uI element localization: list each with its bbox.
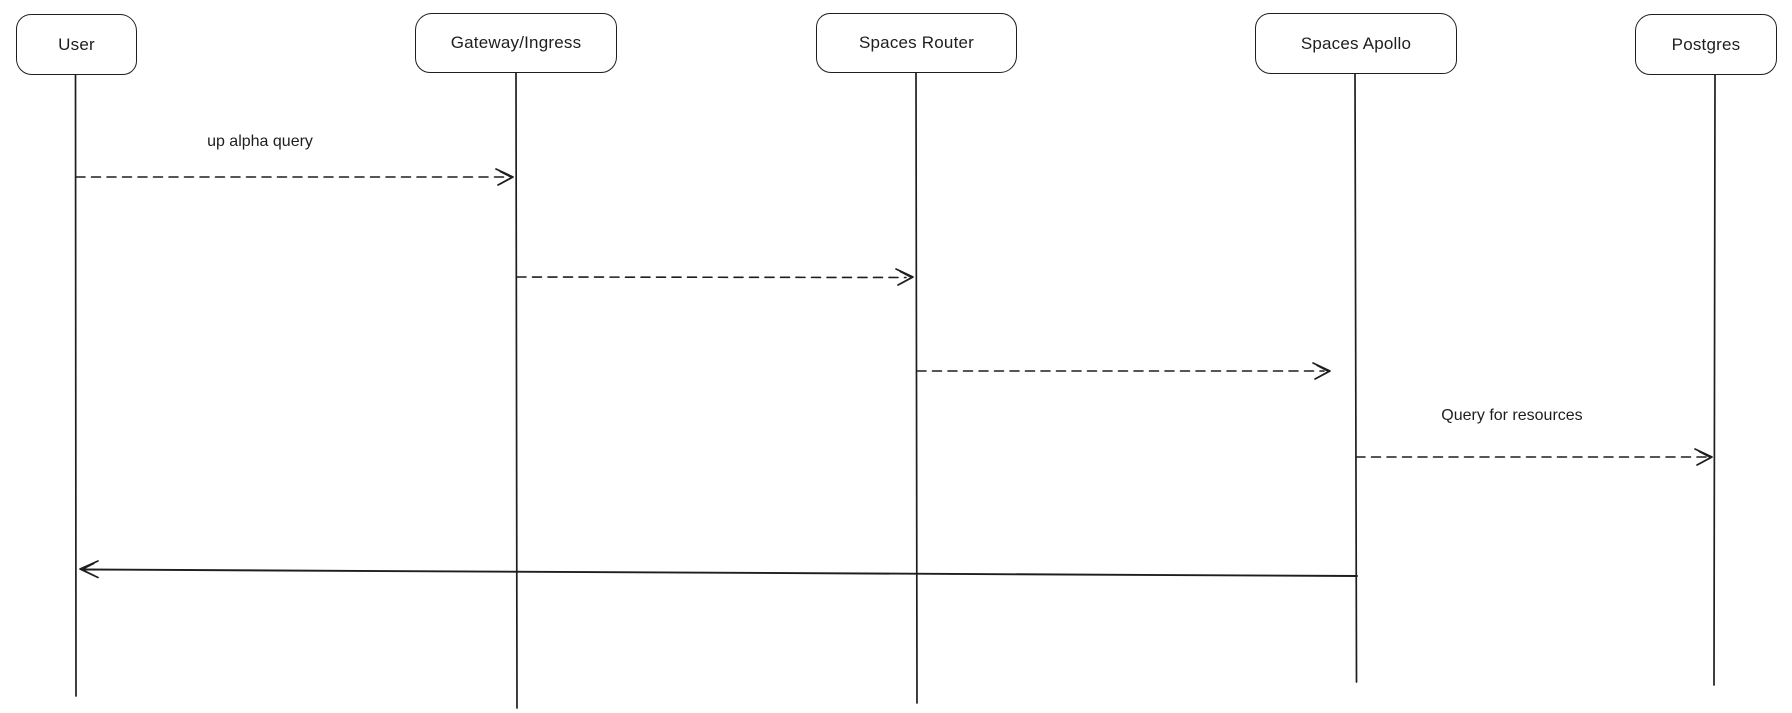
arrowhead-icon [899, 270, 913, 285]
message-arrow-spaces-router-to-spaces-apollo [916, 362, 1331, 380]
arrowhead-icon [499, 170, 513, 185]
arrowhead-icon [1698, 450, 1712, 465]
participant-label: User [58, 34, 95, 54]
participant-box-user: User [16, 14, 137, 75]
message-label-up-alpha-query: up alpha query [207, 133, 313, 150]
participant-label: Postgres [1671, 34, 1741, 54]
message-arrow-user-to-gateway [75, 168, 514, 186]
participant-label: Spaces Router [858, 33, 975, 52]
arrow-line [516, 276, 907, 279]
arrowhead-icon [81, 562, 95, 577]
arrow-line [83, 568, 1358, 577]
lifeline-spaces-apollo [1354, 72, 1358, 683]
message-label-query-for-resources: Query for resources [1441, 407, 1583, 424]
lifeline-postgres [1713, 73, 1716, 686]
message-arrow-gateway-to-spaces-router [516, 268, 914, 286]
participant-box-spaces-router: Spaces Router [816, 13, 1017, 73]
participant-box-spaces-apollo: Spaces Apollo [1255, 13, 1457, 74]
participant-label: Gateway/Ingress [450, 33, 582, 52]
lifeline-spaces-router [915, 71, 918, 704]
message-arrow-spaces-apollo-to-postgres [1355, 448, 1713, 466]
arrowhead-icon [1316, 364, 1330, 379]
lifeline-user [74, 74, 77, 697]
message-arrow-spaces-apollo-to-user [79, 560, 1358, 579]
participant-box-gateway-ingress: Gateway/Ingress [415, 13, 617, 73]
lifeline-gateway-ingress [515, 71, 518, 709]
participant-box-postgres: Postgres [1635, 14, 1777, 75]
participant-label: Spaces Apollo [1300, 33, 1412, 53]
